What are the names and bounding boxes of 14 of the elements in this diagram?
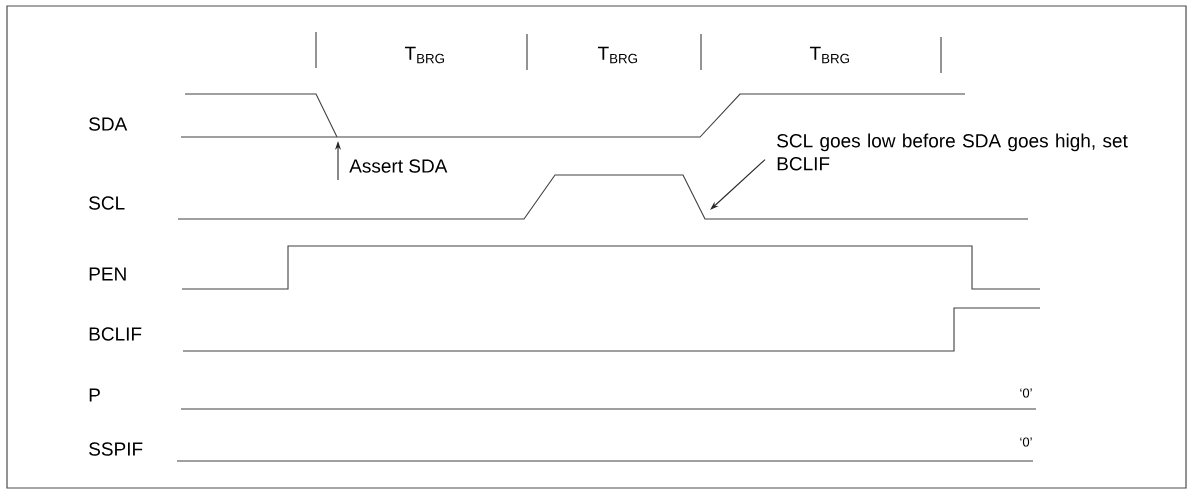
signal-name: PEN [89,267,126,281]
state-value: ‘0’ [1020,437,1032,447]
interval-label: T$_{BRG}$ [809,46,849,64]
annotation-text: SCL goes low before SDA goes high, set BCLIF [777,133,1128,171]
signal-name: SDA [89,117,128,131]
signal-name: SCL [89,196,125,210]
interval-label: T$_{BRG}$ [404,46,444,64]
signal-name: SSPIF [89,442,143,456]
signal-name: P [89,388,100,402]
signal-name: BCLIF [89,327,142,341]
annotation-text: Assert SDA [349,159,448,173]
interval-label: T$_{BRG}$ [597,46,637,64]
leader-arrow [710,159,766,210]
state-value: ‘0’ [1020,388,1032,398]
